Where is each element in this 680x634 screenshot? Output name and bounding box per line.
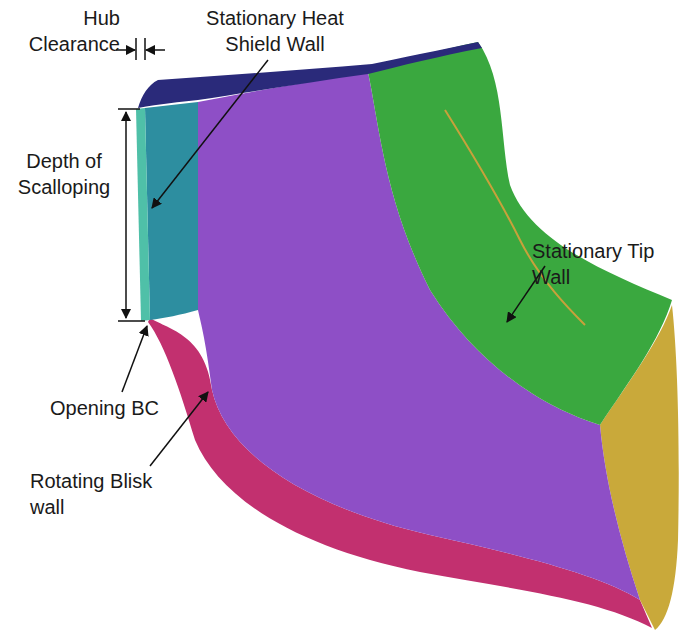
dimension-label: Depth of Scalloping: [8, 148, 120, 200]
wall-label: Rotating Blisk wall: [30, 468, 190, 520]
wall-label: Stationary Tip Wall: [532, 238, 676, 290]
tip-wall: [368, 42, 672, 425]
leader-lines: [122, 60, 545, 466]
dimension-label: Hub Clearance: [4, 5, 120, 57]
wall-label: Stationary Heat Shield Wall: [190, 5, 360, 57]
tip-wall-line: [445, 110, 585, 325]
heat-shield-wall: [145, 102, 198, 320]
opening-strip: [136, 108, 150, 321]
hub-clearance-dimension: [116, 38, 165, 60]
depth-dimension: [118, 109, 145, 321]
boundary-label: Opening BC: [50, 395, 210, 421]
